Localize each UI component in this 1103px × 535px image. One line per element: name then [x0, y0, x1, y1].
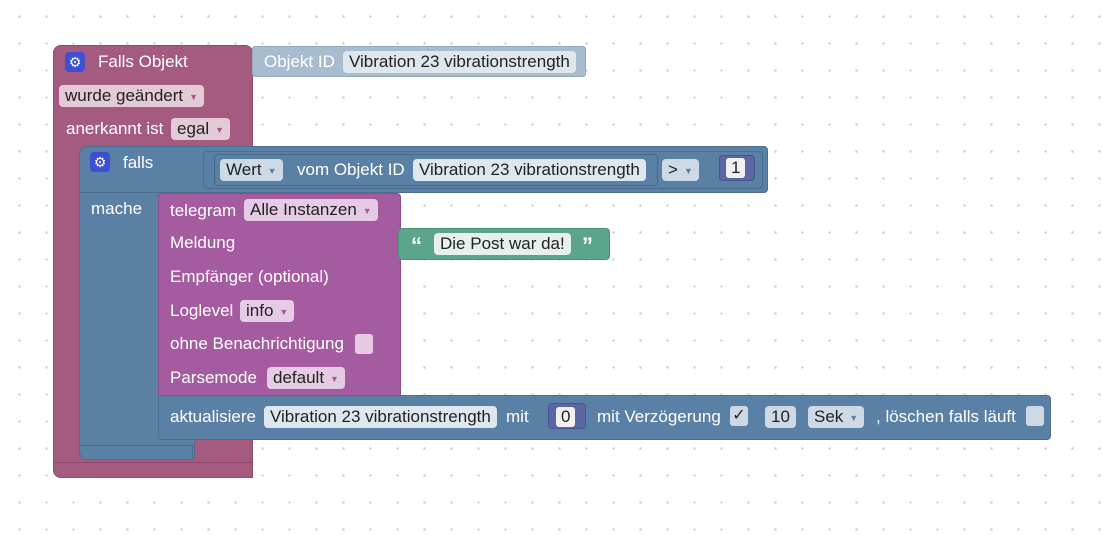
ack-label: anerkannt ist	[66, 119, 164, 138]
trigger-dropdown[interactable]: wurde geändert ▼	[59, 85, 205, 107]
telegram-block[interactable]	[158, 193, 401, 396]
update-label: aktualisiere	[170, 407, 256, 426]
chevron-down-icon: ▼	[267, 165, 277, 176]
falls-label: falls	[123, 153, 154, 172]
chevron-down-icon: ▼	[362, 205, 372, 216]
loglevel-dropdown[interactable]: info ▼	[240, 300, 295, 322]
message-label: Meldung	[170, 233, 236, 252]
mache-label: mache	[91, 199, 143, 218]
gear-icon[interactable]: ⚙	[90, 152, 110, 172]
event-block-top	[53, 45, 253, 78]
update-value-field[interactable]: 0	[556, 407, 576, 427]
of-object-label: vom Objekt ID	[297, 160, 405, 179]
operator-dropdown[interactable]: >▼	[662, 159, 699, 181]
chevron-down-icon: ▼	[330, 373, 339, 384]
unit-dropdown[interactable]: Sek ▼	[808, 406, 865, 428]
value-type-dropdown[interactable]: Wert ▼	[220, 159, 283, 181]
chevron-down-icon: ▼	[215, 124, 225, 135]
value-type-value: Wert	[226, 160, 262, 179]
parsemode-label: Parsemode	[170, 368, 257, 387]
silent-checkbox[interactable]	[355, 334, 373, 354]
object-id-field[interactable]: Vibration 23 vibrationstrength	[343, 51, 576, 73]
instance-dropdown[interactable]: Alle Instanzen ▼	[244, 199, 378, 221]
chevron-down-icon: ▼	[189, 91, 199, 102]
trigger-dropdown-value: wurde geändert	[65, 86, 184, 105]
update-with-label: mit	[506, 407, 529, 426]
message-text-field[interactable]: Die Post war da!	[434, 233, 571, 255]
chevron-down-icon: ▼	[849, 412, 859, 423]
parsemode-dropdown[interactable]: default ▼	[267, 367, 345, 389]
telegram-title: telegram	[170, 201, 237, 220]
parsemode-value: default	[273, 368, 325, 387]
unit-value: Sek	[814, 407, 844, 426]
if-block-bottom	[79, 445, 193, 460]
silent-label: ohne Benachrichtigung	[170, 334, 344, 353]
ack-dropdown[interactable]: egal ▼	[171, 118, 231, 140]
delay-checkbox[interactable]: ✓	[730, 406, 748, 426]
operator-value: >	[668, 160, 678, 179]
object-id-label: Objekt ID	[264, 52, 335, 71]
compare-object-field[interactable]: Vibration 23 vibrationstrength	[413, 159, 646, 181]
instance-value: Alle Instanzen	[250, 200, 357, 219]
quote-close-icon: ”	[582, 233, 593, 258]
compare-number-field[interactable]: 1	[726, 158, 746, 178]
delay-label: mit Verzögerung	[597, 407, 721, 426]
ack-dropdown-value: egal	[177, 119, 210, 138]
chevron-down-icon: ▼	[683, 165, 693, 176]
chevron-down-icon: ▼	[279, 306, 289, 317]
event-title: Falls Objekt	[98, 52, 188, 71]
loglevel-label: Loglevel	[170, 301, 234, 320]
event-block-bottom	[53, 462, 253, 478]
delay-value-field[interactable]: 10	[765, 406, 796, 428]
gear-icon[interactable]: ⚙	[65, 52, 85, 72]
recipient-label: Empfänger (optional)	[170, 267, 329, 286]
clear-label: , löschen falls läuft	[876, 407, 1016, 426]
clear-checkbox[interactable]	[1026, 406, 1044, 426]
quote-open-icon: “	[411, 233, 422, 258]
update-object-field[interactable]: Vibration 23 vibrationstrength	[264, 406, 497, 428]
loglevel-value: info	[246, 301, 274, 320]
